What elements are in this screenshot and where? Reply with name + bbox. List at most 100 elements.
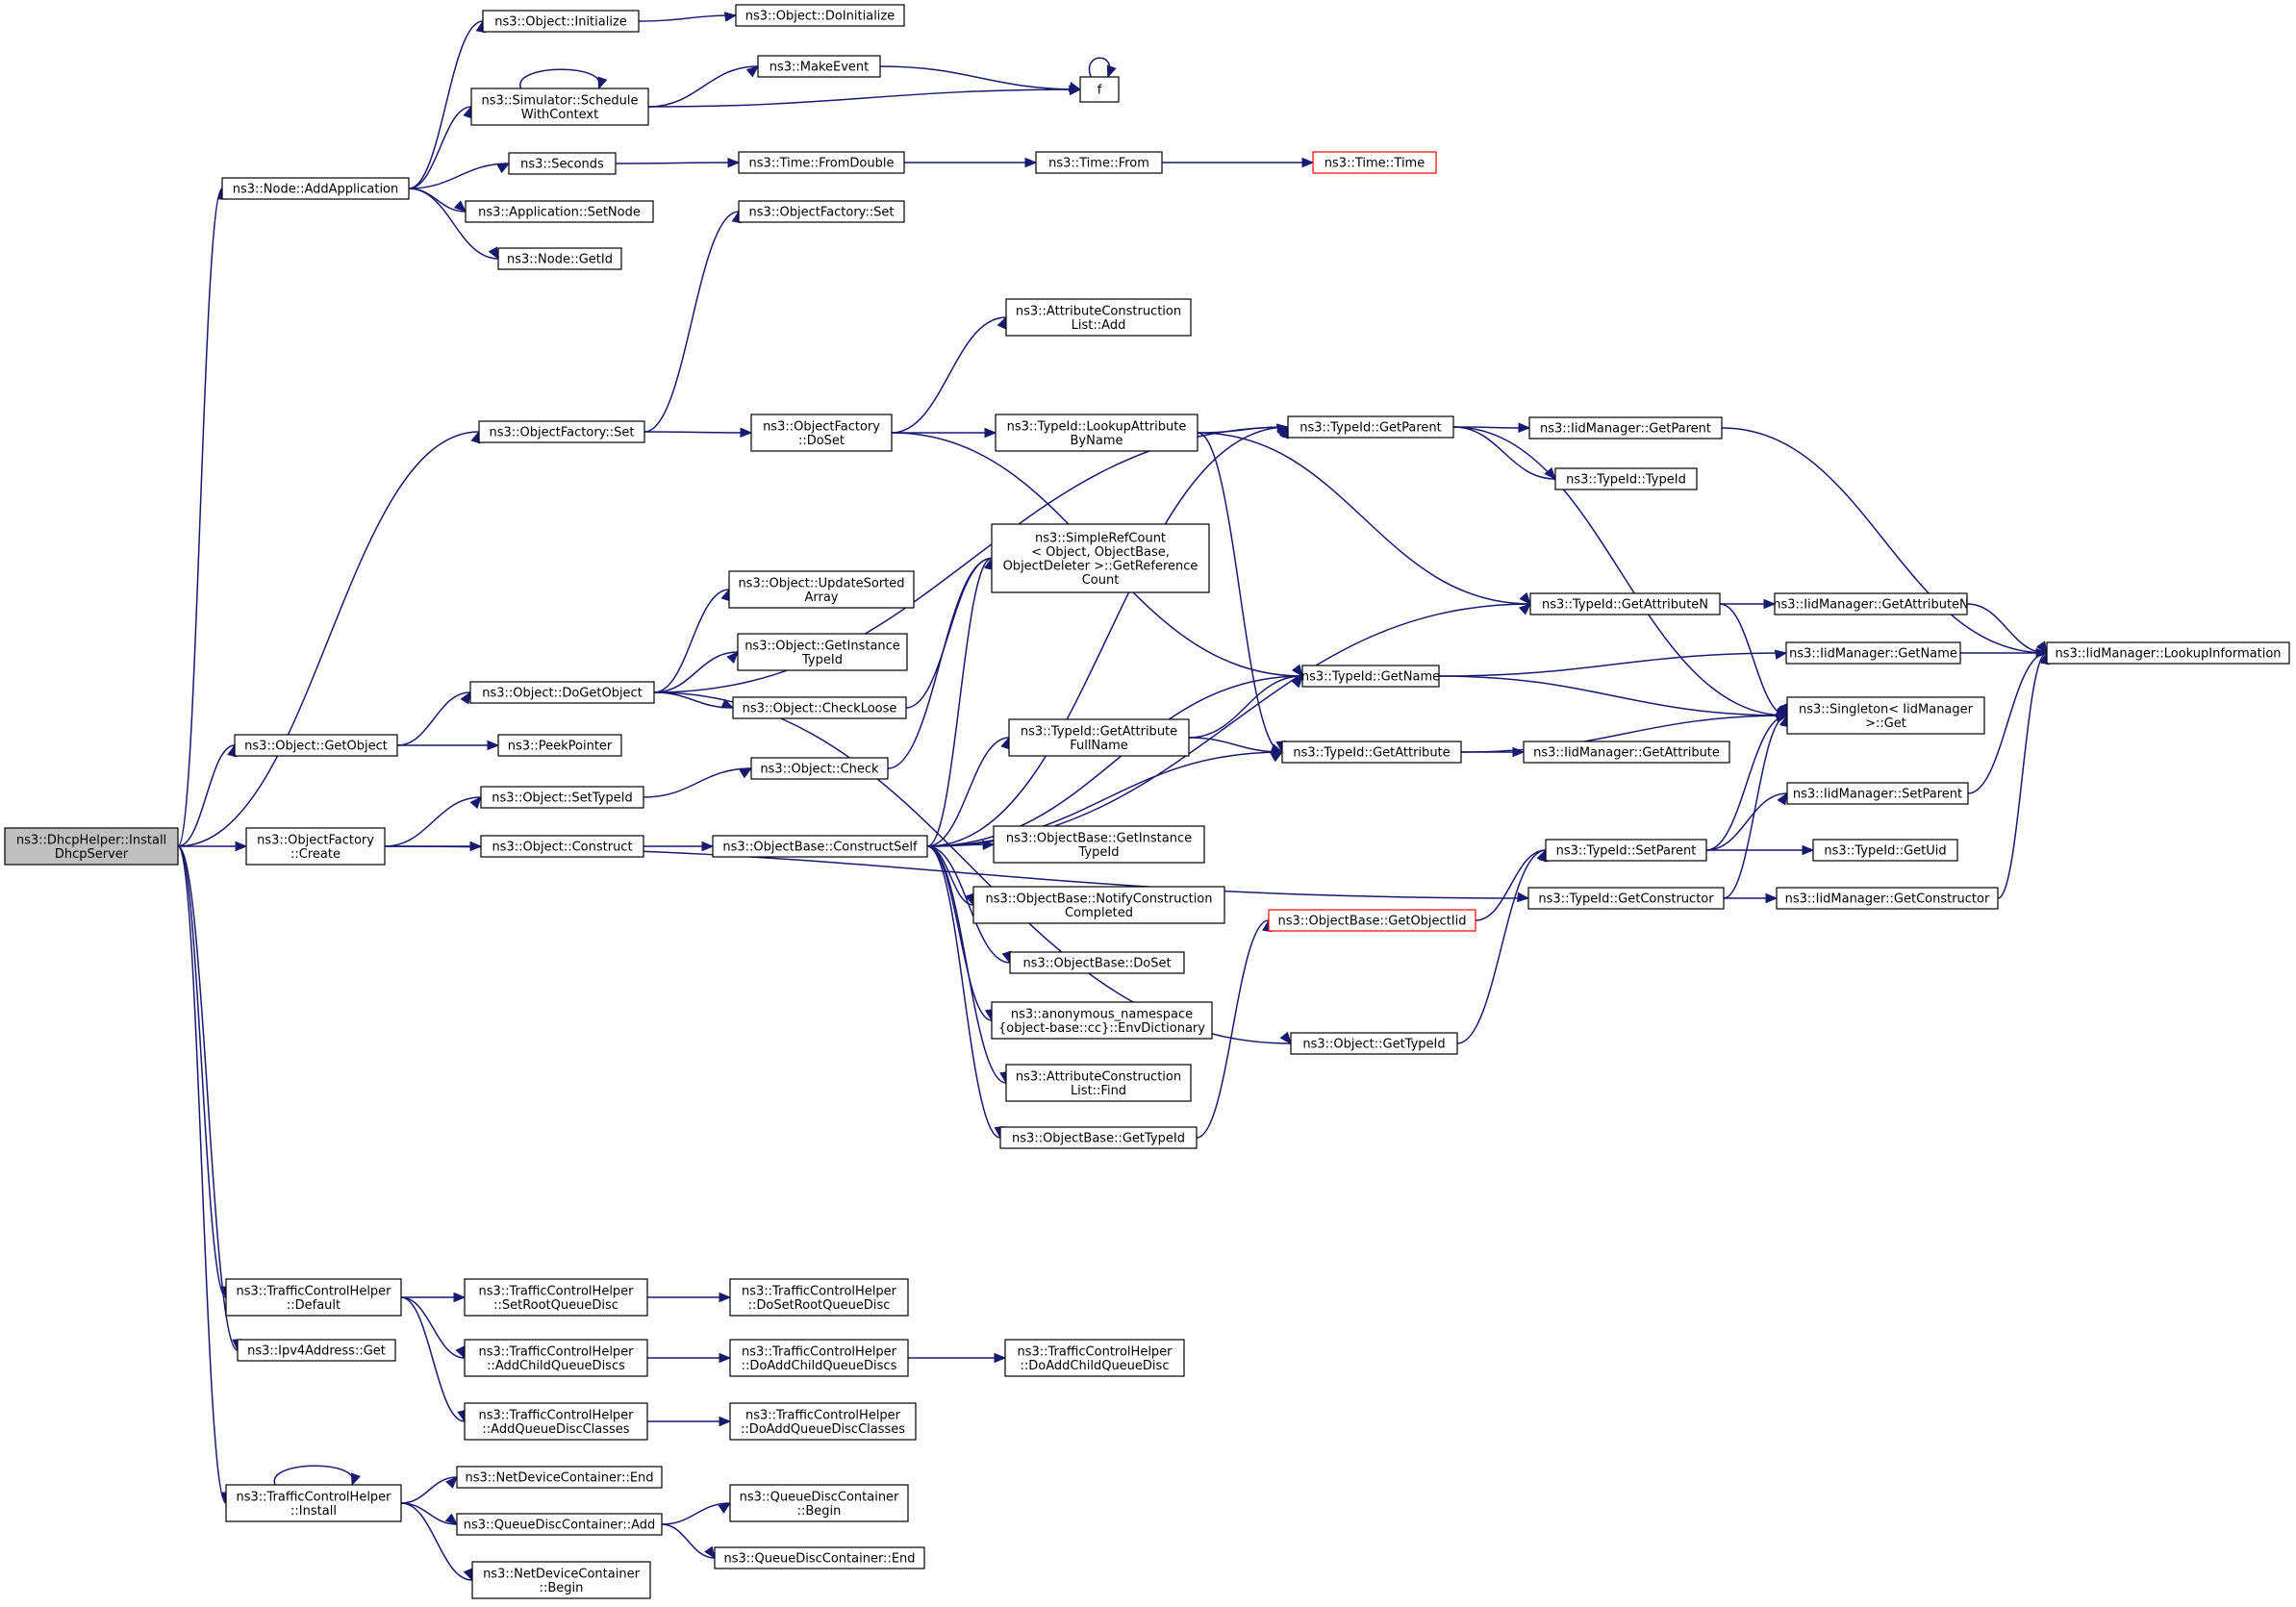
- node-iidGetName[interactable]: ns3::IidManager::GetName: [1785, 641, 1961, 665]
- node-envDict[interactable]: ns3::anonymous_namespace{object-base::cc…: [991, 1001, 1213, 1040]
- node-label: ns3::ObjectBase::ConstructSelf: [722, 841, 918, 855]
- node-box: [714, 1546, 925, 1569]
- node-label: ns3::TypeId::GetAttribute: [1293, 746, 1450, 761]
- node-tidGetName[interactable]: ns3::TypeId::GetName: [1301, 665, 1440, 688]
- node-tchDefault[interactable]: ns3::TrafficControlHelper::Default: [225, 1278, 402, 1317]
- node-label: ns3::IidManager::GetParent: [1540, 422, 1711, 437]
- node-iidGetCtor[interactable]: ns3::IidManager::GetConstructor: [1776, 887, 1999, 910]
- node-label: ns3::TypeId::GetName: [1301, 670, 1440, 685]
- node-ndcBegin[interactable]: ns3::NetDeviceContainer::Begin: [471, 1561, 651, 1599]
- node-obDoSet[interactable]: ns3::ObjectBase::DoSet: [1009, 951, 1185, 974]
- node-doGetObject[interactable]: ns3::Object::DoGetObject: [469, 681, 655, 704]
- node-doAddChildQds[interactable]: ns3::TrafficControlHelper::DoAddChildQue…: [729, 1339, 909, 1377]
- node-addQdClasses[interactable]: ns3::TrafficControlHelper::AddQueueDiscC…: [464, 1402, 648, 1441]
- node-makeEvent[interactable]: ns3::MakeEvent: [757, 55, 881, 78]
- node-label: ns3::ObjectBase::NotifyConstruction: [986, 891, 1213, 906]
- node-tchInstall[interactable]: ns3::TrafficControlHelper::Install: [225, 1484, 402, 1522]
- node-obGetObjectIid[interactable]: ns3::ObjectBase::GetObjectIid: [1268, 909, 1476, 932]
- node-iidGetAttr[interactable]: ns3::IidManager::GetAttribute: [1523, 741, 1730, 764]
- node-timeTime[interactable]: ns3::Time::Time: [1312, 151, 1437, 174]
- node-ofDoSet[interactable]: ns3::ObjectFactory::DoSet: [750, 414, 893, 452]
- node-seconds[interactable]: ns3::Seconds: [508, 152, 617, 175]
- node-qdcBegin[interactable]: ns3::QueueDiscContainer::Begin: [729, 1484, 909, 1522]
- call-edge-ofCreate-setTypeId: [384, 796, 482, 847]
- node-label: DhcpServer: [55, 847, 129, 862]
- node-box: [729, 1484, 909, 1522]
- node-doAddQdClasses[interactable]: ns3::TrafficControlHelper::DoAddQueueDis…: [729, 1402, 917, 1441]
- node-nodeGetId[interactable]: ns3::Node::GetId: [497, 247, 622, 270]
- node-ofSet[interactable]: ns3::ObjectFactory::Set: [478, 420, 645, 443]
- node-label: ns3::Object::UpdateSorted: [738, 576, 904, 590]
- call-edge-doAddChildQds-doAddChildQd: [908, 1352, 1007, 1364]
- node-label: ns3::Object::Construct: [492, 841, 632, 855]
- node-box: [464, 1278, 648, 1317]
- node-tidGetAttrN[interactable]: ns3::TypeId::GetAttributeN: [1529, 592, 1721, 615]
- node-label: ns3::QueueDiscContainer::Add: [464, 1519, 656, 1533]
- node-label: ns3::Object::Initialize: [494, 15, 627, 30]
- node-box: [1290, 1032, 1458, 1055]
- call-edge-makeEvent-f: [879, 65, 1082, 92]
- node-addChildQds[interactable]: ns3::TrafficControlHelper::AddChildQueue…: [464, 1339, 648, 1377]
- node-obNotify[interactable]: ns3::ObjectBase::NotifyConstructionCompl…: [972, 886, 1225, 924]
- node-box: [1005, 1064, 1192, 1102]
- node-qdcEnd[interactable]: ns3::QueueDiscContainer::End: [714, 1546, 925, 1569]
- node-tidTypeId[interactable]: ns3::TypeId::TypeId: [1554, 467, 1698, 490]
- node-doSetRootQd[interactable]: ns3::TrafficControlHelper::DoSetRootQueu…: [729, 1278, 909, 1317]
- node-qdcAdd[interactable]: ns3::QueueDiscContainer::Add: [456, 1513, 663, 1536]
- node-timeFrom[interactable]: ns3::Time::From: [1035, 151, 1163, 174]
- node-peekPointer[interactable]: ns3::PeekPointer: [497, 734, 622, 757]
- node-box: [1786, 696, 1985, 735]
- node-objGetTypeId[interactable]: ns3::Object::GetTypeId: [1290, 1032, 1458, 1055]
- node-ofSetTop[interactable]: ns3::ObjectFactory::Set: [738, 200, 905, 223]
- node-initialize[interactable]: ns3::Object::Initialize: [482, 10, 640, 33]
- node-iidSetParent[interactable]: ns3::IidManager::SetParent: [1786, 782, 1969, 805]
- node-objCheck[interactable]: ns3::Object::Check: [750, 757, 889, 780]
- node-checkLoose[interactable]: ns3::Object::CheckLoose: [732, 696, 907, 719]
- node-getObject[interactable]: ns3::Object::GetObject: [234, 734, 398, 757]
- node-tidGetCtor[interactable]: ns3::TypeId::GetConstructor: [1527, 887, 1725, 910]
- node-fromDouble[interactable]: ns3::Time::FromDouble: [738, 151, 905, 174]
- node-tidGetAttr[interactable]: ns3::TypeId::GetAttribute: [1281, 741, 1462, 764]
- node-ipv4Get[interactable]: ns3::Ipv4Address::Get: [237, 1339, 396, 1362]
- node-ofCreate[interactable]: ns3::ObjectFactory::Create: [245, 827, 386, 866]
- node-setTypeId[interactable]: ns3::Object::SetTypeId: [480, 786, 644, 809]
- node-label: ns3::TypeId::GetUid: [1824, 844, 1946, 859]
- node-tidSetParent[interactable]: ns3::TypeId::SetParent: [1545, 839, 1707, 862]
- node-box: [1312, 151, 1437, 174]
- node-doAddChildQd[interactable]: ns3::TrafficControlHelper::DoAddChildQue…: [1004, 1339, 1185, 1377]
- node-addApp[interactable]: ns3::Node::AddApplication: [221, 177, 410, 200]
- node-iidGetParent[interactable]: ns3::IidManager::GetParent: [1528, 416, 1723, 439]
- node-constructSelf[interactable]: ns3::ObjectBase::ConstructSelf: [712, 835, 928, 858]
- node-obGetTypeId[interactable]: ns3::ObjectBase::GetTypeId: [999, 1126, 1198, 1149]
- node-tidGetParent[interactable]: ns3::TypeId::GetParent: [1287, 415, 1454, 439]
- node-doInit[interactable]: ns3::Object::DoInitialize: [735, 4, 905, 27]
- node-lookupInfo[interactable]: ns3::IidManager::LookupInformation: [2046, 641, 2290, 665]
- node-label: ns3::Object::SetTypeId: [492, 791, 632, 806]
- node-singletonGet[interactable]: ns3::Singleton< IidManager>::Get: [1786, 696, 1985, 735]
- call-edge-tidSetParent-iidSetParent: [1705, 791, 1788, 851]
- node-simpleRef[interactable]: ns3::SimpleRefCount< Object, ObjectBase,…: [991, 523, 1210, 593]
- node-tidGetUid[interactable]: ns3::TypeId::GetUid: [1812, 839, 1958, 862]
- node-label: ::DoAddChildQueueDisc: [1021, 1359, 1170, 1373]
- node-construct[interactable]: ns3::Object::Construct: [480, 835, 644, 858]
- node-setNode[interactable]: ns3::Application::SetNode: [465, 200, 654, 223]
- call-edge-constructSelf-obGetInstanceTid: [926, 840, 996, 850]
- call-edge-tchDefault-addChildQds: [400, 1296, 466, 1360]
- node-label: ns3::TypeId::SetParent: [1556, 844, 1697, 859]
- node-f[interactable]: f: [1079, 76, 1120, 103]
- node-ndcEnd[interactable]: ns3::NetDeviceContainer::End: [456, 1466, 663, 1489]
- call-edge-tchDefault-setRootQd: [401, 1292, 467, 1303]
- node-iidGetAttrN[interactable]: ns3::IidManager::GetAttributeN: [1773, 592, 1969, 615]
- node-setRootQd[interactable]: ns3::TrafficControlHelper::SetRootQueueD…: [464, 1278, 648, 1317]
- node-label: ns3::AttributeConstruction: [1016, 304, 1181, 318]
- call-edge-setRootQd-doSetRootQd: [647, 1292, 732, 1303]
